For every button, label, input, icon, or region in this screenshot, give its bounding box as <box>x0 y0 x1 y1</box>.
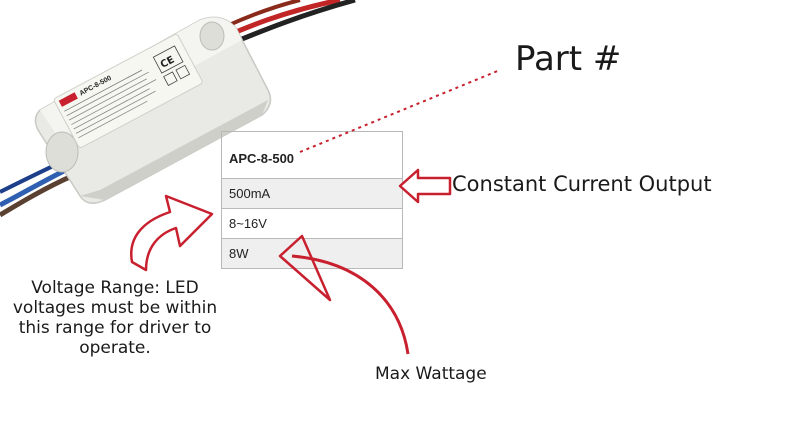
wattage-arrow-head-icon <box>278 234 332 302</box>
table-cell-wattage: 8W <box>221 238 403 269</box>
table-row-voltage: 8~16V <box>221 208 403 239</box>
table-row-current: 500mA <box>221 178 403 209</box>
part-leader-line <box>299 69 501 153</box>
table-row-wattage: 8W <box>221 238 403 269</box>
table-cell-current: 500mA <box>221 178 403 209</box>
wattage-arrow-curve <box>291 254 410 355</box>
part-number-label: Part # <box>515 39 622 79</box>
table-cell-voltage: 8~16V <box>221 208 403 239</box>
spec-table: APC-8-500 500mA 8~16V 8W <box>221 131 403 269</box>
product-label: APC-8-500 CE <box>53 33 203 148</box>
current-output-label: Constant Current Output <box>452 172 712 196</box>
voltage-range-label: Voltage Range: LED voltages must be with… <box>12 278 218 358</box>
max-wattage-label: Max Wattage <box>375 364 487 384</box>
voltage-arrow-icon <box>130 194 214 272</box>
current-arrow-icon <box>398 168 452 204</box>
brand-logo <box>58 92 78 107</box>
